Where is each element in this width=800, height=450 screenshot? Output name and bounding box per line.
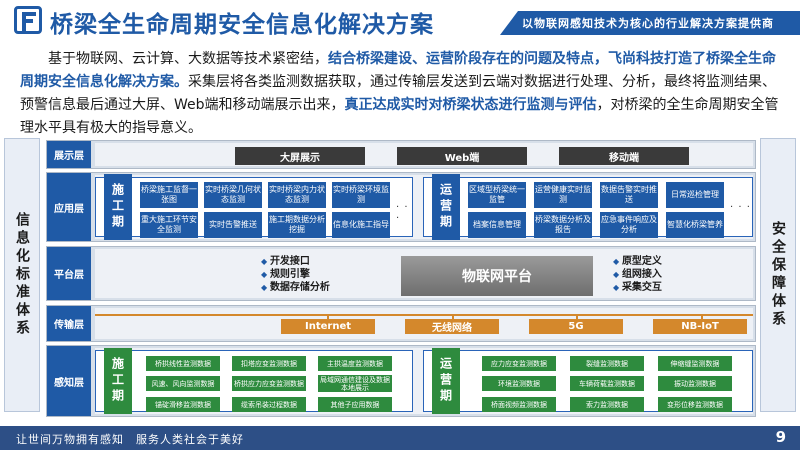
intro-text-3: ，对桥梁的全生命周期安全管理水平具有极大的指导意义。	[20, 97, 779, 136]
security-system-panel: 安全保障体系	[760, 138, 796, 412]
operation-app-panel: 运营期 区域型桥梁统一监管 运营健康实时监测 数据告警实时推送 日常巡检管理 档…	[423, 174, 753, 240]
construction-app-title: 施工期	[104, 174, 132, 240]
standards-system-panel: 信息化标准体系	[4, 138, 40, 412]
transport-tick	[576, 314, 578, 320]
sensing-card: 主拱温度监测数据	[318, 356, 392, 371]
web-display: Web端	[397, 147, 527, 165]
sensing-card: 振动监测数据	[658, 376, 732, 391]
app-card: 日常巡检管理	[666, 182, 724, 208]
operation-sensing-panel: 运营期 应力应变监测数据 裂缝监测数据 伸缩缝监测数据 环境监测数据 车辆荷载监…	[423, 348, 753, 414]
platform-left-list: 开发接口 规则引擎 数据存储分析	[261, 255, 330, 294]
app-card: 档案信息管理	[468, 212, 526, 238]
platform-item: 组网接入	[613, 268, 662, 281]
transport-5g: 5G	[529, 319, 623, 334]
app-card: 施工期数据分析挖掘	[268, 212, 326, 238]
sensing-card: 变形位移监测数据	[658, 397, 732, 412]
display-layer: 展示层 大屏展示 Web端 移动端	[46, 140, 756, 169]
sensing-card: 索力监测数据	[570, 397, 644, 412]
perception-layer-body: 施工期 桥拱线性监测数据 扣塔应变监测数据 主拱温度监测数据 风速、风向监测数据…	[95, 348, 753, 414]
sensing-card: 环境监测数据	[482, 376, 556, 391]
app-card: 数据告警实时推送	[600, 182, 658, 208]
more-items-indicator: · · ·	[730, 202, 751, 213]
application-layer-body: 施工期 桥梁施工监督一张图 实时桥梁几何状态监测 实时桥梁内力状态监测 实时桥梁…	[95, 174, 753, 240]
platform-item: 开发接口	[261, 255, 330, 268]
mobile-display: 移动端	[559, 147, 689, 165]
intro-text-1: 基于物联网、云计算、大数据等技术紧密结，	[48, 51, 328, 67]
sensing-card: 风速、风向监测数据	[146, 376, 220, 391]
page-title: 桥梁全生命周期安全信息化解决方案	[50, 12, 434, 38]
app-card: 区域型桥梁统一监管	[468, 182, 526, 208]
operation-app-title: 运营期	[432, 174, 460, 240]
transport-tick	[327, 314, 329, 320]
app-card: 实时桥梁内力状态监测	[268, 182, 326, 208]
iot-platform: 物联网平台	[401, 256, 593, 296]
sensing-card: 桥面视频监测数据	[482, 397, 556, 412]
header: 桥梁全生命周期安全信息化解决方案 以物联网感知技术为核心的行业解决方案提供商	[0, 0, 800, 40]
sensing-card: 伸缩缝监测数据	[658, 356, 732, 371]
app-card: 智慧化桥梁管养	[666, 212, 724, 238]
platform-layer: 平台层 开发接口 规则引擎 数据存储分析 物联网平台 原型定义 组网接入 采集交…	[46, 246, 756, 301]
app-card: 运营健康实时监测	[534, 182, 592, 208]
intro-highlight-1: 结合桥梁建设、运营阶段存在的问题及特点，飞尚科技打造了桥梁全生命周期安全信息化解…	[20, 51, 776, 90]
platform-item: 规则引擎	[261, 268, 330, 281]
big-screen-display: 大屏展示	[235, 147, 365, 165]
company-logo-icon	[14, 6, 42, 34]
sensing-card: 裂缝监测数据	[570, 356, 644, 371]
transport-internet: Internet	[281, 319, 375, 334]
platform-item: 数据存储分析	[261, 281, 330, 294]
security-system-label: 安全保障体系	[770, 221, 786, 329]
sensing-card: 其他子应用数据	[318, 397, 392, 412]
standards-system-label: 信息化标准体系	[14, 212, 30, 338]
sensing-card: 车辆荷载监测数据	[570, 376, 644, 391]
perception-layer-label: 感知层	[47, 346, 91, 416]
sensing-card: 桥拱应力应变监测数据	[232, 376, 306, 391]
application-layer: 应用层 施工期 桥梁施工监督一张图 实时桥梁几何状态监测 实时桥梁内力状态监测 …	[46, 172, 756, 242]
intro-paragraph: 基于物联网、云计算、大数据等技术紧密结，结合桥梁建设、运营阶段存在的问题及特点，…	[20, 48, 782, 140]
transport-nbiot: NB-IoT	[653, 319, 747, 334]
transport-connector	[95, 314, 753, 316]
tagline-banner: 以物联网感知技术为核心的行业解决方案提供商	[500, 11, 800, 35]
app-card: 实时桥梁几何状态监测	[204, 182, 262, 208]
transport-layer-body: Internet 无线网络 5G NB-IoT	[95, 308, 753, 339]
tagline: 以物联网感知技术为核心的行业解决方案提供商	[522, 17, 774, 30]
transport-tick	[452, 314, 454, 320]
perception-layer: 感知层 施工期 桥拱线性监测数据 扣塔应变监测数据 主拱温度监测数据 风速、风向…	[46, 345, 756, 417]
sensing-card: 缆索吊装过程数据	[232, 397, 306, 412]
platform-right-list: 原型定义 组网接入 采集交互	[613, 255, 662, 294]
transport-layer: 传输层 Internet 无线网络 5G NB-IoT	[46, 305, 756, 342]
intro-highlight-2: 真正达成实时对桥梁状态进行监测与评估	[344, 97, 597, 113]
sensing-card: 锚碇滑移监测数据	[146, 397, 220, 412]
transport-layer-label: 传输层	[47, 306, 91, 341]
sensing-card: 应力应变监测数据	[482, 356, 556, 371]
footer-slogan: 让世间万物拥有感知 服务人类社会于美好	[16, 433, 244, 446]
sensing-card: 扣塔应变监测数据	[232, 356, 306, 371]
app-card: 信息化施工指导	[332, 212, 390, 238]
app-card: 实时告警推送	[204, 212, 262, 238]
operation-sensing-title: 运营期	[432, 348, 460, 414]
construction-sensing-panel: 施工期 桥拱线性监测数据 扣塔应变监测数据 主拱温度监测数据 风速、风向监测数据…	[95, 348, 413, 414]
platform-item: 原型定义	[613, 255, 662, 268]
platform-layer-body: 开发接口 规则引擎 数据存储分析 物联网平台 原型定义 组网接入 采集交互	[95, 249, 753, 298]
transport-tick	[701, 314, 703, 320]
application-layer-label: 应用层	[47, 173, 91, 241]
app-card: 应急事件响应及分析	[600, 212, 658, 238]
sensing-card: 局域网通信建设及数据本地展示	[318, 375, 392, 392]
footer: 让世间万物拥有感知 服务人类社会于美好 9	[0, 426, 800, 450]
app-card: 重大施工环节安全监测	[140, 212, 198, 238]
construction-app-panel: 施工期 桥梁施工监督一张图 实时桥梁几何状态监测 实时桥梁内力状态监测 实时桥梁…	[95, 174, 413, 240]
construction-sensing-title: 施工期	[104, 348, 132, 414]
sensing-card: 桥拱线性监测数据	[146, 356, 220, 371]
app-card: 实时桥梁环境监测	[332, 182, 390, 208]
app-card: 桥梁数据分析及报告	[534, 212, 592, 238]
platform-layer-label: 平台层	[47, 247, 91, 300]
intro-text-2: 采集层将各类监测数据获取，通过传输层发送到云端对数据进行处理、分析，最终将监测结…	[20, 74, 776, 113]
display-layer-body: 大屏展示 Web端 移动端	[95, 143, 753, 166]
more-items-indicator: · · ·	[396, 202, 409, 224]
transport-wireless: 无线网络	[405, 319, 499, 334]
display-layer-label: 展示层	[47, 141, 91, 168]
app-card: 桥梁施工监督一张图	[140, 182, 198, 208]
page-number: 9	[775, 428, 786, 446]
platform-item: 采集交互	[613, 281, 662, 294]
